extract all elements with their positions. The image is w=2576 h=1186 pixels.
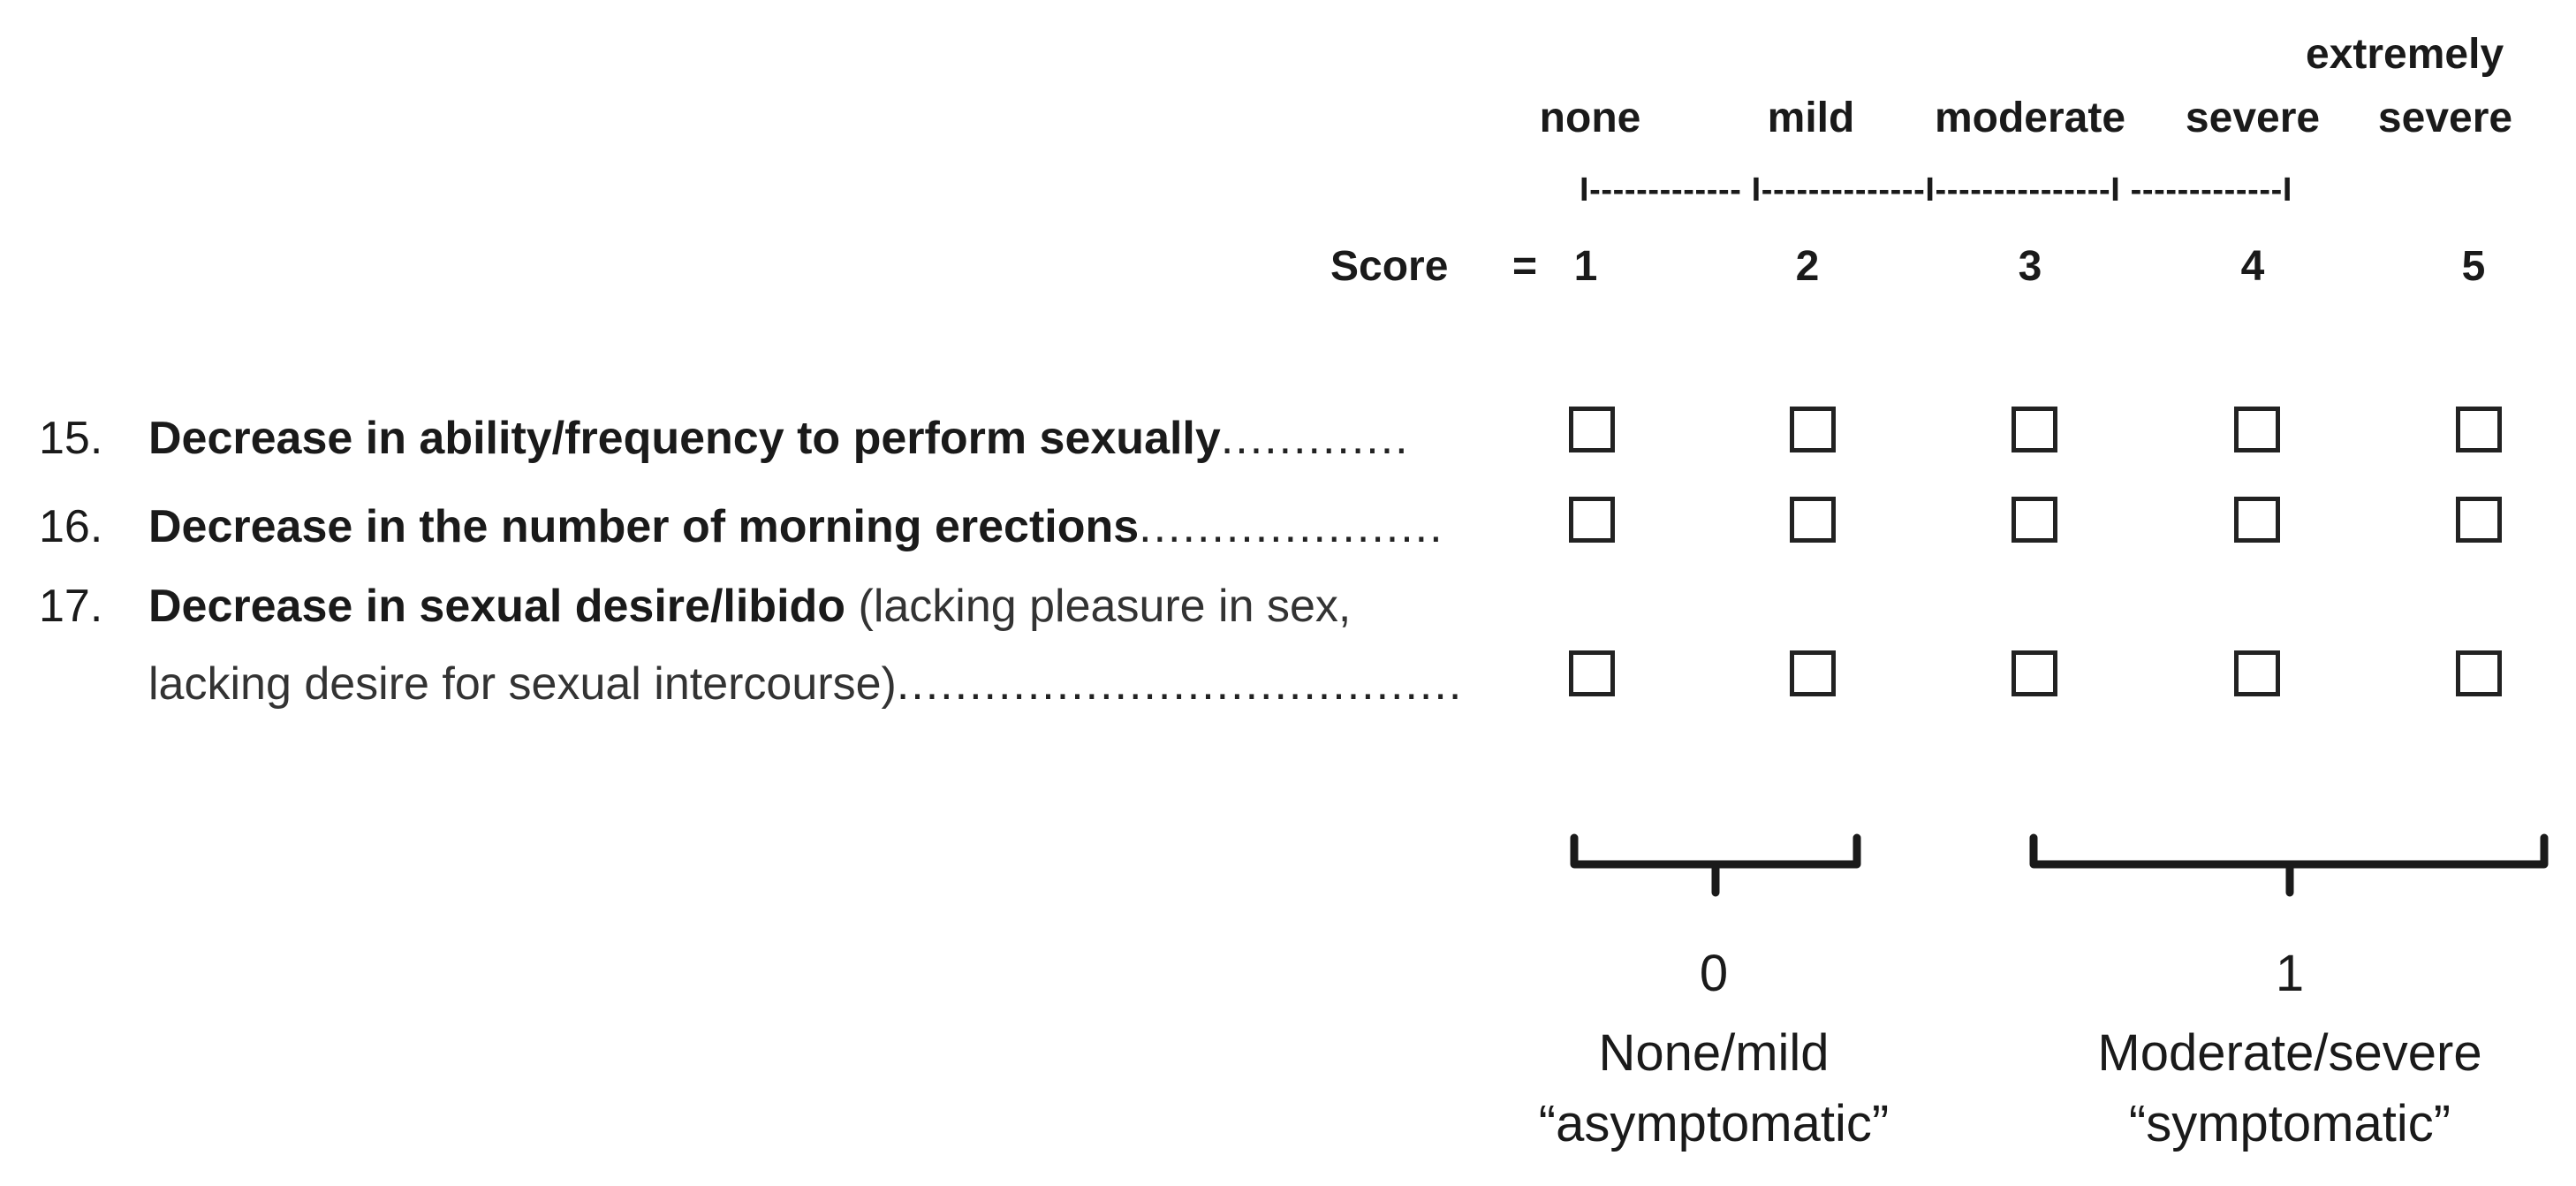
scale-label-extremely: extremely <box>2306 31 2504 78</box>
q16-checkbox-4[interactable] <box>2234 497 2280 543</box>
score-4: 4 <box>2240 243 2265 290</box>
scale-label-extremely-severe: severe <box>2377 95 2513 141</box>
group-0-value: 0 <box>1699 945 1729 1002</box>
q17-checkbox-5[interactable] <box>2456 650 2502 696</box>
q16-checkbox-5[interactable] <box>2456 497 2502 543</box>
q16-checkbox-2[interactable] <box>1790 497 1836 543</box>
group-0-sublabel: “asymptomatic” <box>1538 1095 1890 1152</box>
q16-checkbox-1[interactable] <box>1569 497 1615 543</box>
q15-checkbox-4[interactable] <box>2234 407 2280 452</box>
question-16-number: 16. <box>39 501 103 552</box>
group-1-sublabel: “symptomatic” <box>2128 1095 2451 1152</box>
scale-label-severe: severe <box>2185 95 2321 141</box>
score-equals: = <box>1512 243 1538 290</box>
q15-checkbox-3[interactable] <box>2012 407 2057 452</box>
brace-asymptomatic <box>1570 833 1861 897</box>
question-17-detail: (lacking pleasure in sex, <box>858 581 1352 632</box>
score-label: Score <box>1330 243 1449 290</box>
question-17-detail-2: lacking desire for sexual intercourse) <box>148 658 897 710</box>
question-15-leader: ............. <box>1220 413 1410 464</box>
question-15-text: Decrease in ability/frequency to perform… <box>148 415 1410 461</box>
question-15-label: Decrease in ability/frequency to perform… <box>148 413 1221 464</box>
question-15-number: 15. <box>39 413 103 464</box>
group-1-label: Moderate/severe <box>2097 1024 2482 1082</box>
q17-checkbox-4[interactable] <box>2234 650 2280 696</box>
question-17-text: Decrease in sexual desire/libido (lackin… <box>148 583 1351 629</box>
scale-label-mild: mild <box>1767 95 1855 141</box>
scale-label-none: none <box>1539 95 1641 141</box>
q15-checkbox-5[interactable] <box>2456 407 2502 452</box>
q17-checkbox-3[interactable] <box>2012 650 2057 696</box>
score-1: 1 <box>1573 243 1598 290</box>
score-3: 3 <box>2018 243 2042 290</box>
question-17-label: Decrease in sexual desire/libido <box>148 581 846 632</box>
question-17-number: 17. <box>39 581 103 632</box>
question-16-leader: ..................... <box>1139 501 1444 552</box>
q15-checkbox-2[interactable] <box>1790 407 1836 452</box>
score-5: 5 <box>2461 243 2486 290</box>
q17-checkbox-1[interactable] <box>1569 650 1615 696</box>
question-17-leader: ....................................... <box>896 658 1464 710</box>
question-16-label: Decrease in the number of morning erecti… <box>148 501 1140 552</box>
scale-label-moderate: moderate <box>1934 95 2126 141</box>
brace-symptomatic <box>2029 833 2549 897</box>
score-2: 2 <box>1795 243 1820 290</box>
q16-checkbox-3[interactable] <box>2012 497 2057 543</box>
group-1-value: 1 <box>2275 945 2305 1002</box>
question-16-text: Decrease in the number of morning erecti… <box>148 504 1444 550</box>
scale-ruler: I------------- I--------------I---------… <box>1580 171 2293 209</box>
q15-checkbox-1[interactable] <box>1569 407 1615 452</box>
question-17-text-line2: lacking desire for sexual intercourse)..… <box>148 661 1463 707</box>
group-0-label: None/mild <box>1598 1024 1830 1082</box>
q17-checkbox-2[interactable] <box>1790 650 1836 696</box>
